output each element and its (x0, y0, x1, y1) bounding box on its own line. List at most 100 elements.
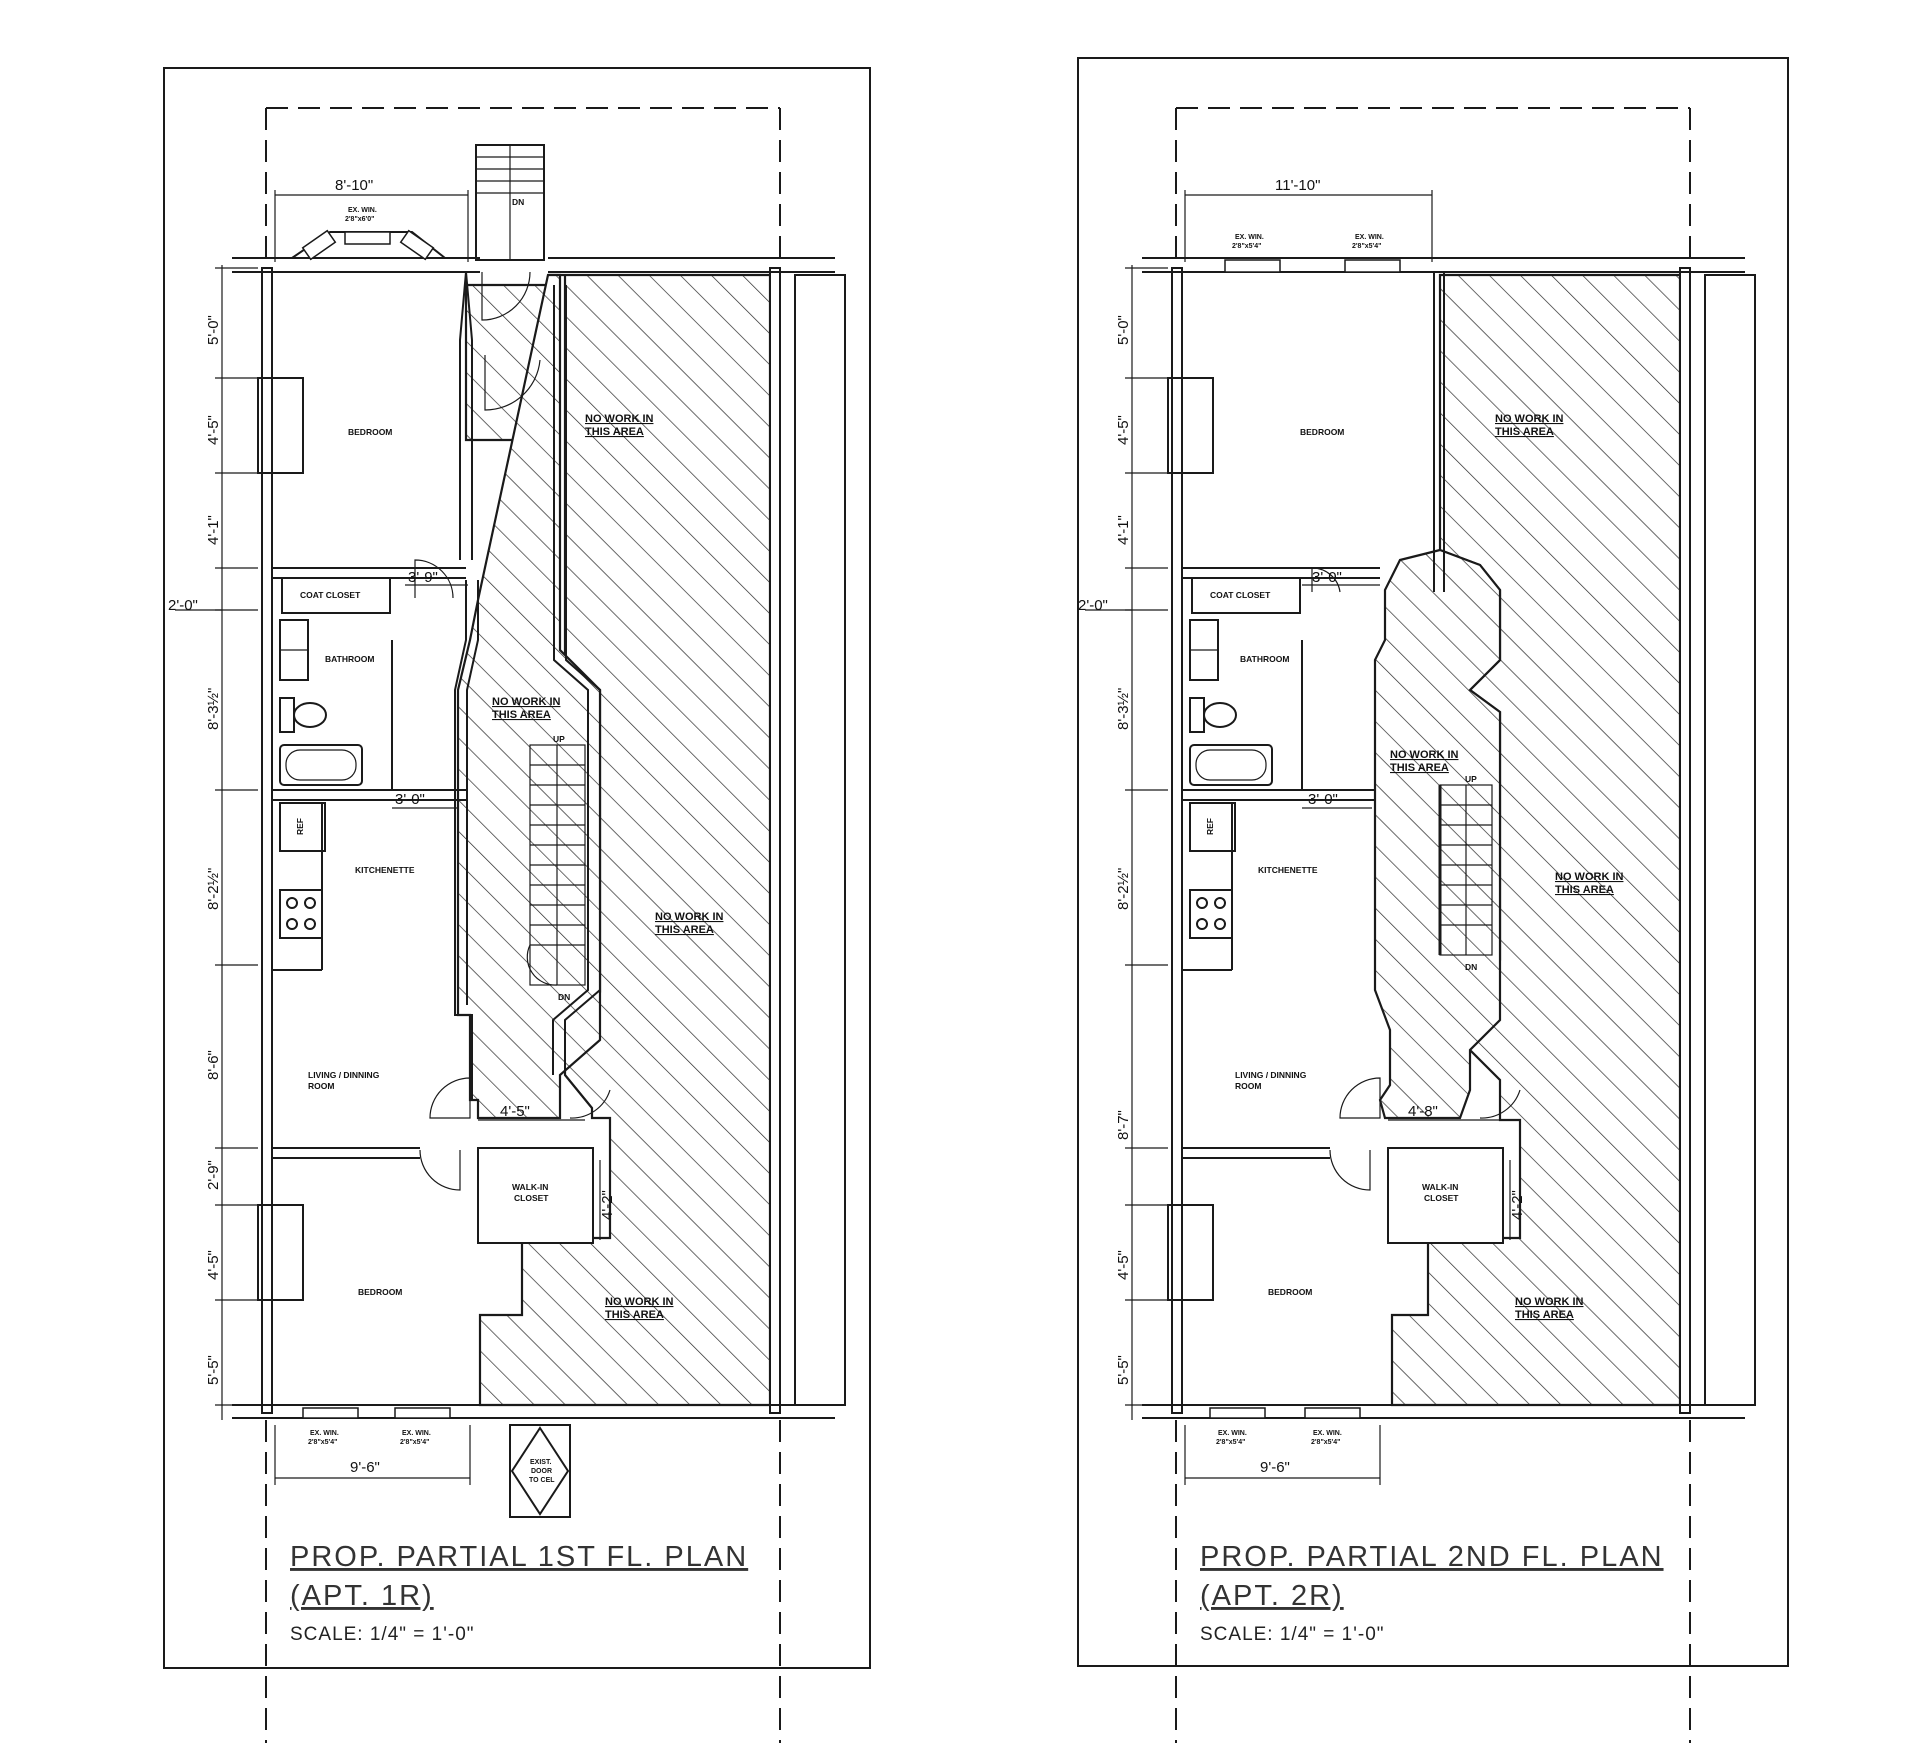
rear-window-a-1 (302, 1407, 359, 1419)
room-bedroom-rear-1: BEDROOM (358, 1287, 402, 1297)
dim-left-g-2: 8'-7" (1115, 1110, 1132, 1140)
room-living-2: LIVING / DINNING (1235, 1070, 1307, 1080)
dim-left-f-1: 8'-2½" (205, 868, 222, 910)
sheet-border-2 (1077, 57, 1789, 1667)
dim-hall-2: 4'-8" (1408, 1103, 1438, 1120)
door-arc-front-1 (481, 271, 531, 321)
win-front-b1-2: EX. WIN. (1355, 234, 1384, 241)
dim-bottom-1: 9'-6" (350, 1459, 380, 1476)
stair-up-1: UP (553, 734, 565, 744)
plan-title-2: PROP. PARTIAL 2ND FL. PLAN (1200, 1541, 1664, 1573)
no-work-c2-1: THIS AREA (655, 924, 714, 936)
dim-left-i-1: 4'-5" (205, 1250, 222, 1280)
wall-left-1 (261, 267, 273, 1414)
no-work-b2-1: THIS AREA (492, 709, 551, 721)
dim-left-a-1: 5'-0" (205, 315, 222, 345)
coat-closet-box-1 (281, 577, 391, 614)
coat-closet-box-2 (1191, 577, 1301, 614)
sheet-border-1 (163, 67, 871, 1669)
corridor-hatch-2 (1373, 548, 1502, 1120)
corridor-hatch-1 (456, 273, 602, 1120)
room-ref-1: REF (295, 818, 305, 835)
toilet-1 (279, 697, 295, 733)
dim-left-h-2: 4'-5" (1115, 1250, 1132, 1280)
wall-right-far-1 (794, 274, 846, 1406)
walk-in-closet-box-1 (477, 1147, 594, 1244)
wall-left-2 (1171, 267, 1183, 1414)
win-rear-a1-1: EX. WIN. (310, 1430, 339, 1437)
no-work-d1-2: NO WORK IN (1515, 1296, 1583, 1308)
win-front-a2-1: 2'8"x6'0" (345, 216, 374, 223)
dim-door1-2: 3'-0" (1312, 569, 1342, 586)
plan-subtitle-1: (APT. 1R) (290, 1580, 434, 1612)
win-front-b2-2: 2'8"x5'4" (1352, 243, 1381, 250)
rear-window-a-2 (1209, 1407, 1266, 1419)
ref-box-2 (1189, 802, 1236, 852)
win-rear-b2-2: 2'8"x5'4" (1311, 1439, 1340, 1446)
win-rear-b2-1: 2'8"x5'4" (400, 1439, 429, 1446)
dim-door2-1: 3'-0" (395, 791, 425, 808)
interior-stair-1 (526, 744, 586, 986)
bathtub-2 (1189, 744, 1273, 786)
no-work-c1-2: NO WORK IN (1555, 871, 1623, 883)
plan-scale-1: SCALE: 1/4" = 1'-0" (290, 1624, 475, 1645)
stair-up-2: UP (1465, 774, 1477, 784)
exit-sign-l3-1: TO CEL (529, 1477, 555, 1484)
dim-left-b-2: 4'-5" (1115, 415, 1132, 445)
room-walkin-1: WALK-IN (512, 1182, 548, 1192)
no-work-b2-2: THIS AREA (1390, 762, 1449, 774)
door-arc-closet-1 (414, 559, 454, 599)
no-work-a1-2: NO WORK IN (1495, 413, 1563, 425)
no-work-a1-1: NO WORK IN (585, 413, 653, 425)
win-rear-a2-1: 2'8"x5'4" (308, 1439, 337, 1446)
dim-door1-1: 3'-9" (408, 569, 438, 586)
dim-left-i-2: 5'-5" (1115, 1355, 1132, 1385)
dim-hall-1: 4'-5" (500, 1103, 530, 1120)
dim-left-h-1: 2'-9" (205, 1160, 222, 1190)
dim-closet-1: 4'-2" (599, 1190, 616, 1220)
exit-sign-box-1 (509, 1424, 571, 1518)
dim-left-d-2: 2'-0" (1078, 597, 1108, 614)
no-work-a2-1: THIS AREA (585, 426, 644, 438)
room-bedroom-front-2: BEDROOM (1300, 427, 1344, 437)
door-arc-closet-2 (1311, 567, 1341, 593)
stair-top-dn-1: DN (512, 197, 524, 207)
plan-subtitle-2: (APT. 2R) (1200, 1580, 1344, 1612)
dim-left-e-1: 8'-3½" (205, 688, 222, 730)
dim-left-a-2: 5'-0" (1115, 315, 1132, 345)
dim-left-d-1: 2'-0" (168, 597, 198, 614)
dim-left-f-2: 8'-2½" (1115, 868, 1132, 910)
no-work-c2-2: THIS AREA (1555, 884, 1614, 896)
ref-box-1 (279, 802, 326, 852)
no-work-b1-2: NO WORK IN (1390, 749, 1458, 761)
room-coat-closet-2: COAT CLOSET (1210, 590, 1271, 600)
room-coat-closet-1: COAT CLOSET (300, 590, 361, 600)
room-bathroom-2: BATHROOM (1240, 654, 1289, 664)
win-rear-b1-1: EX. WIN. (402, 1430, 431, 1437)
plan-title-1: PROP. PARTIAL 1ST FL. PLAN (290, 1541, 748, 1573)
wall-right-outer-2 (1679, 267, 1691, 1414)
room-bedroom-rear-2: BEDROOM (1268, 1287, 1312, 1297)
win-front-a1-2: EX. WIN. (1235, 234, 1264, 241)
stair-dn-1: DN (558, 992, 570, 1002)
dim-top-2: 11'-10" (1275, 177, 1320, 194)
no-work-c1-1: NO WORK IN (655, 911, 723, 923)
room-living2-1: ROOM (308, 1081, 334, 1091)
dim-left-c-2: 4'-1" (1115, 515, 1132, 545)
win-rear-a1-2: EX. WIN. (1218, 1430, 1247, 1437)
room-living2-2: ROOM (1235, 1081, 1261, 1091)
dim-left-c-1: 4'-1" (205, 515, 222, 545)
room-walkin2-2: CLOSET (1424, 1193, 1459, 1203)
wall-right-far-2 (1704, 274, 1756, 1406)
plan-2nd-floor: 11'-10" 9'-6" 3'-0" 3'-0" 4'-8" 4'-2" 5'… (1077, 57, 1789, 1743)
room-bathroom-1: BATHROOM (325, 654, 374, 664)
room-walkin2-1: CLOSET (514, 1193, 549, 1203)
room-kitchenette-1: KITCHENETTE (355, 865, 415, 875)
dim-left-b-1: 4'-5" (205, 415, 222, 445)
dim-bottom-2: 9'-6" (1260, 1459, 1290, 1476)
room-walkin-2: WALK-IN (1422, 1182, 1458, 1192)
door-arc-hall-1 (429, 1077, 471, 1119)
room-bedroom-front-1: BEDROOM (348, 427, 392, 437)
room-living-1: LIVING / DINNING (308, 1070, 380, 1080)
